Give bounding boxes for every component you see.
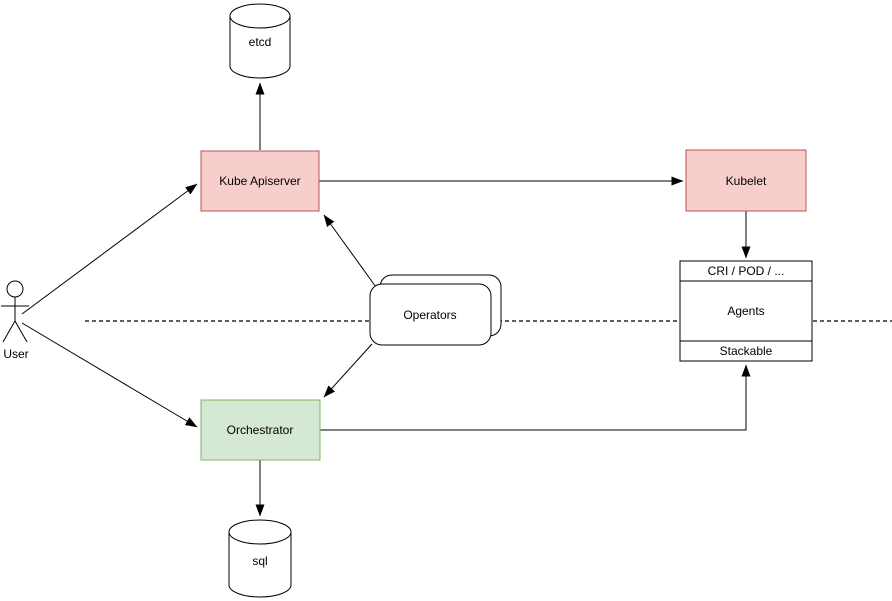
node-sql[interactable]: sql [228, 519, 292, 598]
user-label: User [3, 347, 28, 361]
edge-operators-to-orchestrator [323, 343, 373, 398]
node-user[interactable]: User [1, 280, 29, 361]
edge-operators-to-apiserver [323, 214, 377, 288]
agents-box [679, 260, 813, 362]
kubelet-box [685, 149, 807, 212]
orchestrator-label: Orchestrator [227, 423, 294, 437]
etcd-label: etcd [249, 35, 272, 49]
operators-label: Operators [403, 308, 456, 322]
actor-right-leg [14, 320, 28, 343]
node-orchestrator[interactable]: Orchestrator [200, 399, 321, 461]
kubelet-label: Kubelet [726, 174, 767, 188]
agents-header-label: CRI / POD / ... [708, 264, 785, 278]
kube-apiserver-label: Kube Apiserver [219, 174, 300, 188]
edge-orchestrator-to-stackable [320, 364, 751, 431]
node-etcd[interactable]: etcd [229, 3, 291, 79]
operators-front-card [369, 283, 492, 346]
actor-left-leg [2, 320, 16, 343]
user-actor-icon [1, 280, 29, 343]
edge-user-to-orchestrator [21, 322, 198, 428]
orchestrator-box [200, 399, 321, 461]
agents-label: Agents [727, 304, 764, 318]
node-operators[interactable]: Operators [369, 274, 502, 346]
node-kubelet[interactable]: Kubelet [685, 149, 807, 212]
edge-user-to-apiserver [21, 183, 198, 315]
database-cylinder-lid [228, 531, 292, 545]
database-cylinder-lid [229, 15, 291, 29]
node-kube-apiserver[interactable]: Kube Apiserver [200, 150, 320, 212]
kube-apiserver-box [200, 150, 320, 212]
node-agents[interactable]: CRI / POD / ... Agents Stackable [679, 260, 813, 362]
actor-head [6, 280, 24, 298]
agents-footer-label: Stackable [720, 344, 773, 358]
sql-label: sql [252, 554, 267, 568]
